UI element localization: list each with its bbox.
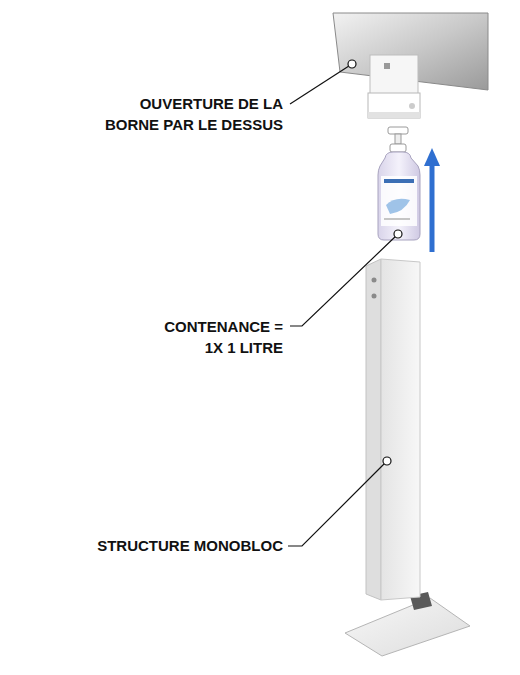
callout-label: OUVERTURE DE LA BORNE PAR LE DESSUS xyxy=(91,93,283,135)
leader-dots xyxy=(348,60,402,465)
callout-label: STRUCTURE MONOBLOC xyxy=(43,535,283,556)
gel-bottle xyxy=(378,127,420,240)
top-panel xyxy=(333,13,488,118)
post xyxy=(366,259,420,600)
lift-arrow xyxy=(424,148,440,252)
base-plate xyxy=(345,592,470,656)
leader-lines xyxy=(288,64,397,546)
callout-label: CONTENANCE = 1X 1 LITRE xyxy=(157,316,283,358)
